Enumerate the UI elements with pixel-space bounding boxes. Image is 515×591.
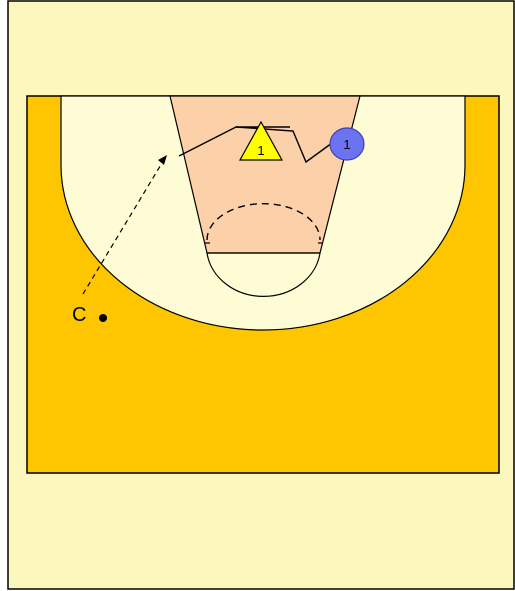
pass-path	[82, 162, 163, 295]
triangle-icon	[238, 120, 284, 161]
coach-ball-icon	[99, 314, 107, 322]
free-throw-circle-outer	[206, 252, 321, 297]
coach: C	[72, 304, 107, 326]
cut-path	[178, 126, 333, 164]
offense-label: 1	[343, 137, 350, 152]
defender-label: 1	[257, 143, 264, 158]
circle-icon	[329, 127, 365, 161]
coach-label: C	[72, 304, 86, 326]
free-throw-circle-inner-dashed	[206, 203, 321, 241]
offensive-player-1: 1	[329, 127, 365, 161]
pass-arrowhead-icon	[158, 155, 167, 165]
defender-x1: 1	[238, 120, 284, 161]
